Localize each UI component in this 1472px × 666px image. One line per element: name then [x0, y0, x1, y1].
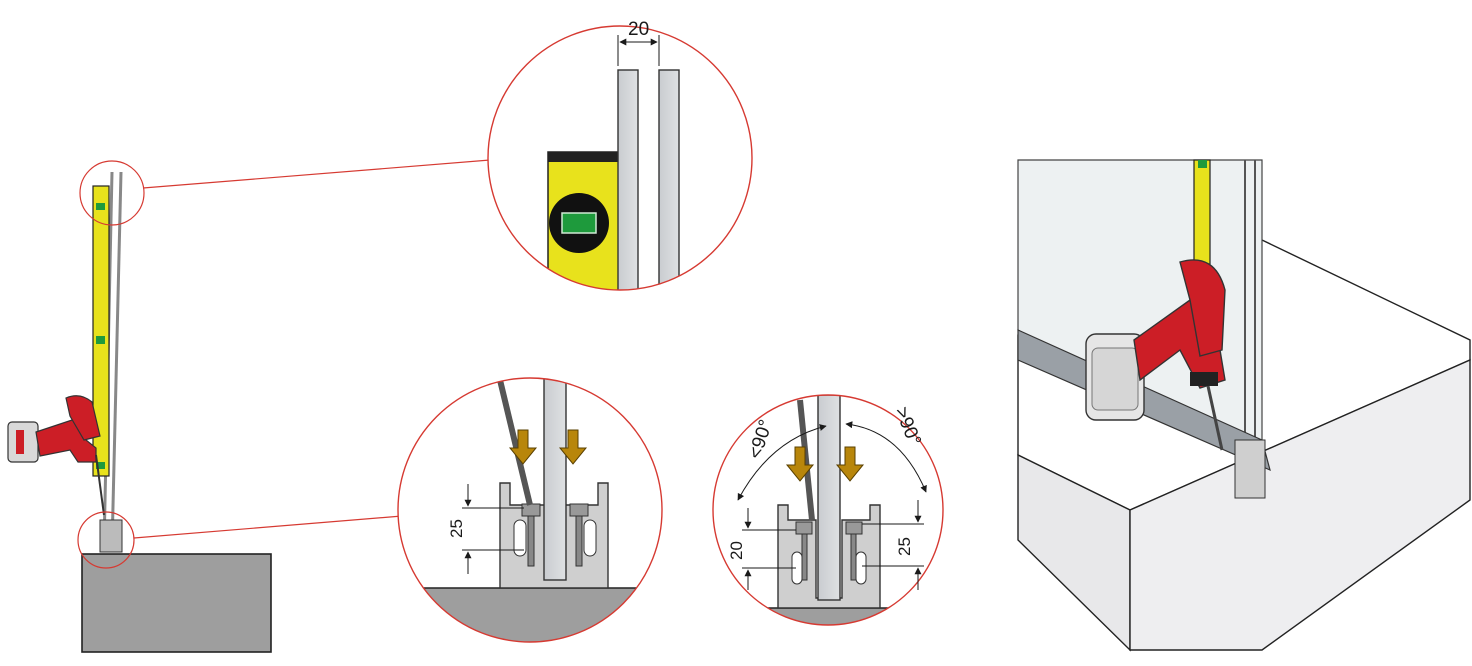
- glass-panel-right: [110, 171, 123, 549]
- press-down-arrow-icon: [508, 429, 538, 465]
- base-block: [81, 553, 272, 653]
- leader-top: [142, 159, 491, 189]
- dim-glass-gap: 20: [628, 19, 649, 40]
- dim-adjust-right-big: 25: [895, 537, 914, 556]
- dim-adjust-left: 25: [447, 519, 466, 538]
- detail-top-level: 20: [487, 19, 753, 291]
- detail-bottom-clamp-2: <90° >90° 20 25: [712, 394, 944, 626]
- press-down-arrow-icon: [558, 429, 588, 465]
- glass-panel-b: [658, 69, 680, 290]
- leader-bottom: [133, 515, 403, 539]
- spirit-level-icon: [92, 185, 110, 477]
- callout-bottom-small: [77, 511, 135, 569]
- detail-bottom-clamp-1: 25: [397, 377, 663, 643]
- callout-top-small: [79, 160, 145, 226]
- dim-adjust-right-small: 20: [727, 541, 746, 560]
- drill-icon: [7, 395, 105, 516]
- isometric-view: [1017, 159, 1471, 652]
- drill-icon: [1085, 259, 1226, 451]
- glass-panel-a: [617, 69, 639, 290]
- left-overview: [7, 159, 491, 653]
